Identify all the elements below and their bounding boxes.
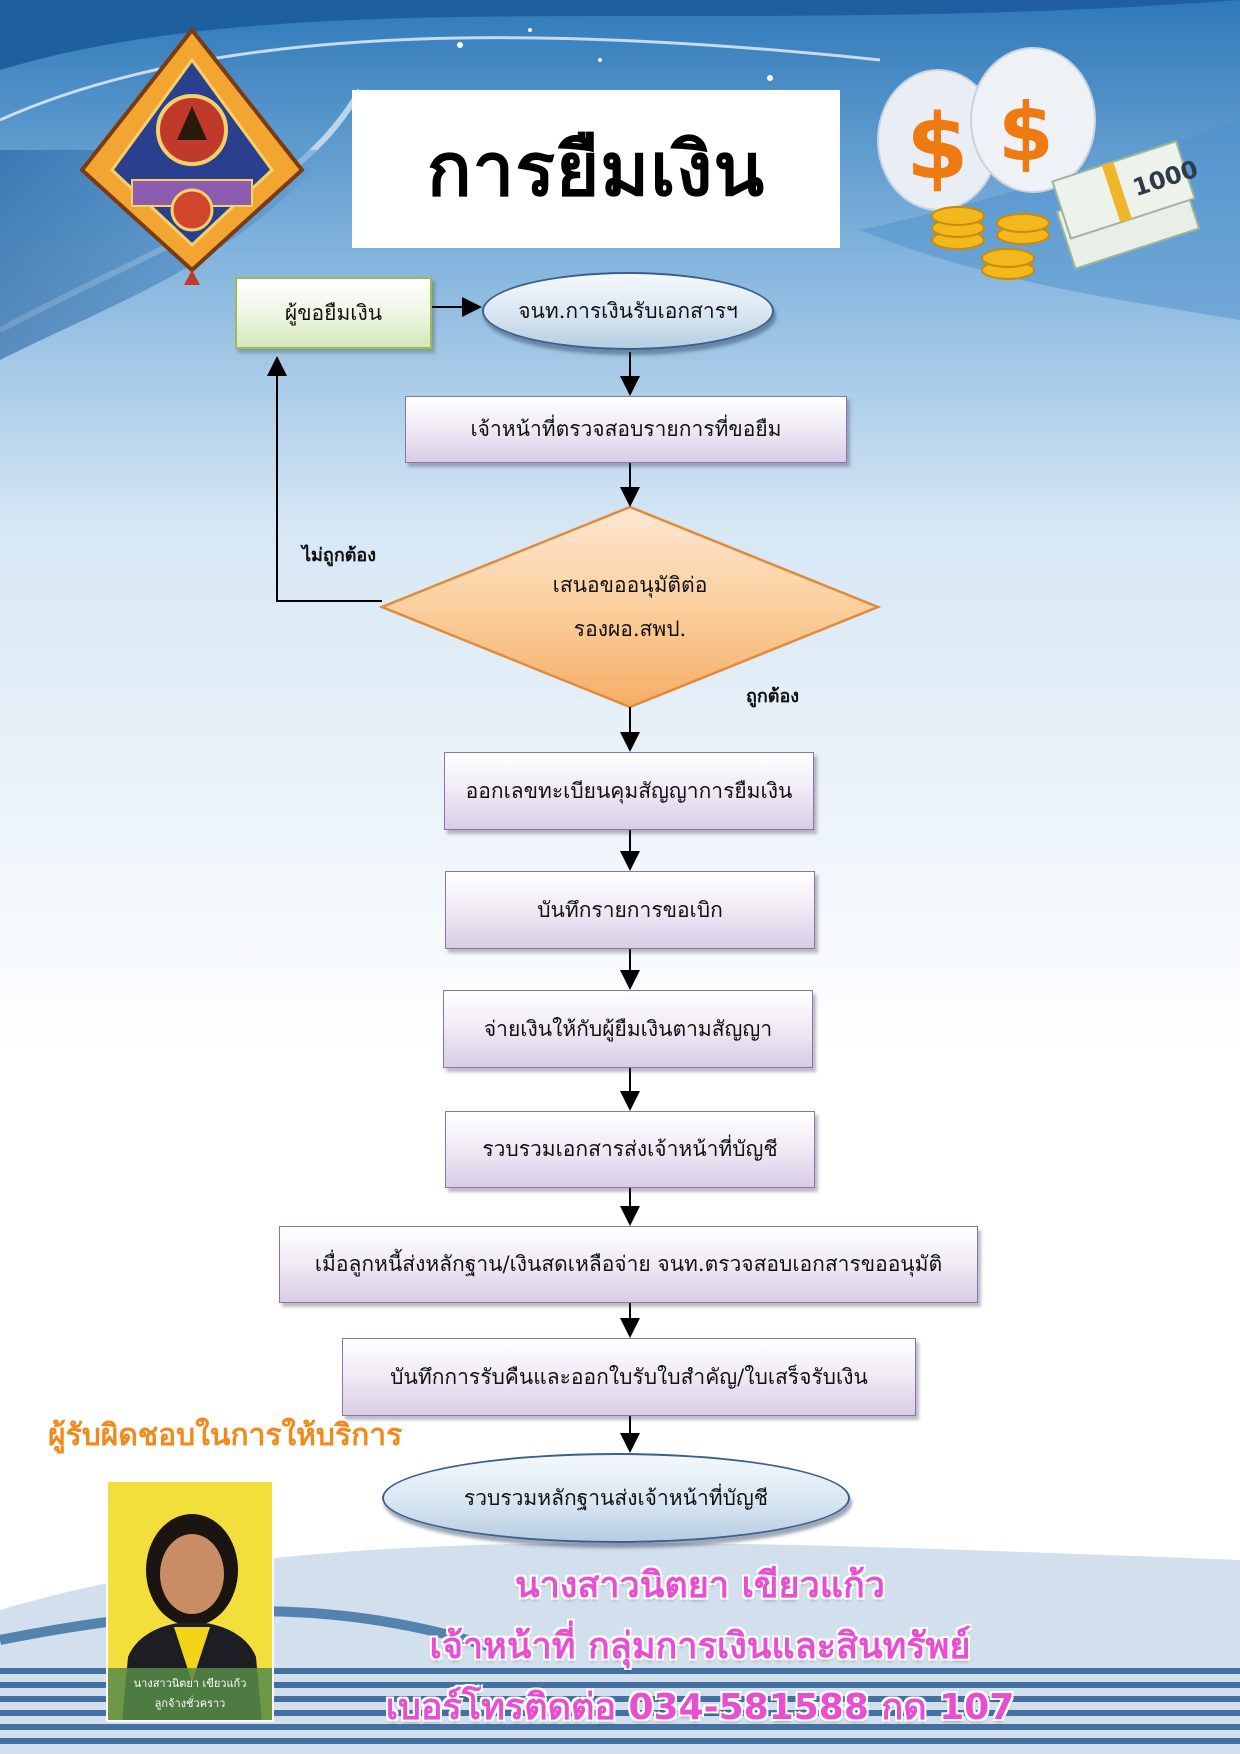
collect-docs-box: รวบรวมเอกสารส่งเจ้าหน้าที่บัญชี (445, 1111, 815, 1188)
emblem-icon (79, 26, 305, 285)
pay-borrower-box: จ่ายเงินให้กับผู้ยืมเงินตามสัญญา (443, 990, 813, 1068)
collect-evidence-label: รวบรวมหลักฐานส่งเจ้าหน้าที่บัญชี (463, 1485, 769, 1510)
staff-name: นางสาวนิตยา เขียวแก้ว (514, 1565, 886, 1606)
collect-evidence-oval: รวบรวมหลักฐานส่งเจ้าหน้าที่บัญชี (382, 1453, 850, 1543)
debtor-submit-box: เมื่อลูกหนี้ส่งหลักฐาน/เงินสดเหลือจ่าย จ… (279, 1226, 978, 1303)
money-bags-icon: $ $ 1000 (877, 47, 1201, 280)
record-return-box: บันทึกการรับคืนและออกใบรับใบสำคัญ/ใบเสร็… (342, 1338, 916, 1416)
debtor-submit-label: เมื่อลูกหนี้ส่งหลักฐาน/เงินสดเหลือจ่าย จ… (314, 1252, 943, 1276)
photo-caption-role: ลูกจ้างชั่วคราว (154, 1697, 226, 1710)
record-withdrawal-box: บันทึกรายการขอเบิก (445, 871, 815, 949)
incorrect-label: ไม่ถูกต้อง (302, 545, 377, 566)
staff-position: เจ้าหน้าที่ กลุ่มการเงินและสินทรัพย์ (429, 1626, 971, 1667)
requester-box: ผู้ขอยืมเงิน (235, 277, 432, 349)
receive-docs-oval: จนท.การเงินรับเอกสารฯ (482, 272, 774, 350)
approval-label: เสนอขออนุมัติต่อ รองผอ.สพป. (440, 563, 820, 651)
register-contract-label: ออกเลขทะเบียนคุมสัญญาการยืมเงิน (465, 778, 793, 803)
record-withdrawal-label: บันทึกรายการขอเบิก (537, 897, 723, 922)
photo-caption: นางสาวนิตยา เขียวแก้ว ลูกจ้างชั่วคราว (108, 1668, 272, 1720)
approval-label-line2: รองผอ.สพป. (573, 617, 687, 641)
approval-label-line1: เสนอขออนุมัติต่อ (552, 573, 708, 597)
record-return-label: บันทึกการรับคืนและออกใบรับใบสำคัญ/ใบเสร็… (390, 1364, 868, 1389)
collect-docs-label: รวบรวมเอกสารส่งเจ้าหน้าที่บัญชี (482, 1137, 778, 1161)
title-panel: การยืมเงิน (352, 90, 840, 248)
contact-phone: เบอร์โทรติดต่อ 034-581588 กด 107 (385, 1687, 1015, 1728)
responsible-heading: ผู้รับผิดชอบในการให้บริการ (48, 1418, 403, 1453)
requester-label: ผู้ขอยืมเงิน (284, 300, 383, 325)
receive-docs-label: จนท.การเงินรับเอกสารฯ (518, 298, 738, 323)
page-title: การยืมเงิน (426, 127, 766, 213)
correct-label: ถูกต้อง (746, 686, 800, 707)
pay-borrower-label: จ่ายเงินให้กับผู้ยืมเงินตามสัญญา (483, 1016, 773, 1041)
check-items-box: เจ้าหน้าที่ตรวจสอบรายการที่ขอยืม (405, 396, 847, 463)
photo-caption-name: นางสาวนิตยา เขียวแก้ว (133, 1677, 247, 1690)
svg-text:$: $ (906, 95, 969, 200)
register-contract-box: ออกเลขทะเบียนคุมสัญญาการยืมเงิน (444, 752, 814, 830)
svg-text:$: $ (998, 86, 1054, 179)
staff-photo: นางสาวนิตยา เขียวแก้ว ลูกจ้างชั่วคราว (106, 1480, 274, 1722)
check-items-label: เจ้าหน้าที่ตรวจสอบรายการที่ขอยืม (470, 417, 782, 441)
